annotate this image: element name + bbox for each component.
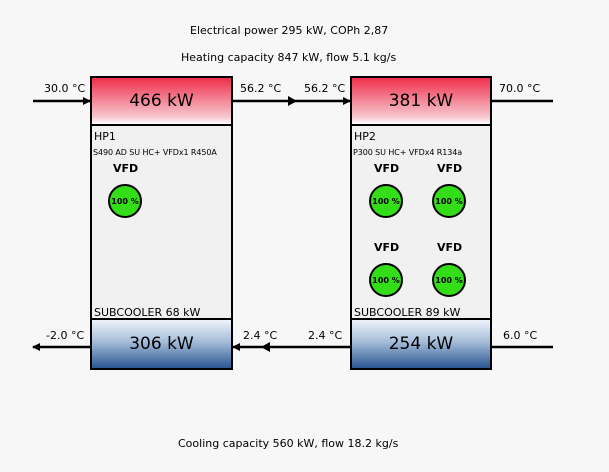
hp1-model: S490 AD SU HC+ VFDx1 R450A	[93, 148, 217, 157]
hp2-unit[interactable]: 381 kW HP2 P300 SU HC+ VFDx4 R134a VFD 1…	[350, 76, 492, 370]
hp1-fan1-icon[interactable]: 100 %	[108, 184, 142, 218]
hp2-fan1-icon[interactable]: 100 %	[369, 184, 403, 218]
hp1-fan1-label: VFD	[113, 162, 139, 175]
hp2-subcooler: SUBCOOLER 89 kW	[354, 306, 461, 319]
cold-middle-arrow	[261, 342, 270, 352]
hp1-heating-value: 466 kW	[129, 91, 194, 111]
cooling-capacity-label: Cooling capacity 560 kW, flow 18.2 kg/s	[178, 437, 399, 450]
electrical-power-label: Electrical power 295 kW, COPh 2,87	[190, 24, 389, 37]
hp1-cold-inlet-temp: 2.4 °C	[243, 329, 278, 342]
hp1-hot-outlet-temp: 56.2 °C	[240, 82, 282, 95]
hp2-evaporator: 254 kW	[352, 318, 490, 368]
hp2-name: HP2	[354, 130, 376, 143]
hp1-unit[interactable]: 466 kW HP1 S490 AD SU HC+ VFDx1 R450A VF…	[90, 76, 233, 370]
hp1-cooling-value: 306 kW	[129, 334, 194, 354]
hp2-fan2-icon[interactable]: 100 %	[432, 184, 466, 218]
hp1-fan1-value: 100 %	[111, 196, 139, 206]
hp1-condenser: 466 kW	[92, 78, 231, 126]
hp2-fan2-value: 100 %	[435, 196, 463, 206]
hp2-fan3-value: 100 %	[372, 275, 400, 285]
hp2-heating-value: 381 kW	[388, 91, 454, 111]
hp2-fan3-label: VFD	[374, 241, 400, 254]
hp1-name: HP1	[94, 130, 116, 143]
hot-middle-arrow	[288, 96, 297, 106]
hp2-fan2-label: VFD	[437, 162, 463, 175]
hp2-fan3-icon[interactable]: 100 %	[369, 263, 403, 297]
hp2-model: P300 SU HC+ VFDx4 R134a	[353, 148, 462, 157]
hp1-evaporator: 306 kW	[92, 318, 231, 368]
hp2-fan4-value: 100 %	[435, 275, 463, 285]
heating-capacity-label: Heating capacity 847 kW, flow 5.1 kg/s	[181, 51, 397, 64]
hp2-condenser: 381 kW	[352, 78, 490, 126]
cold-inlet-temp: 6.0 °C	[503, 329, 538, 342]
hot-inlet-temp: 30.0 °C	[44, 82, 86, 95]
hp2-fan1-label: VFD	[374, 162, 400, 175]
hp2-cooling-value: 254 kW	[388, 334, 454, 354]
hp2-fan1-value: 100 %	[372, 196, 400, 206]
hp1-subcooler: SUBCOOLER 68 kW	[94, 306, 201, 319]
cold-outlet-temp: -2.0 °C	[46, 329, 85, 342]
hp2-hot-inlet-temp: 56.2 °C	[304, 82, 346, 95]
hp2-fan4-label: VFD	[437, 241, 463, 254]
hot-outlet-temp: 70.0 °C	[499, 82, 541, 95]
hp2-cold-outlet-temp: 2.4 °C	[308, 329, 343, 342]
hp2-fan4-icon[interactable]: 100 %	[432, 263, 466, 297]
